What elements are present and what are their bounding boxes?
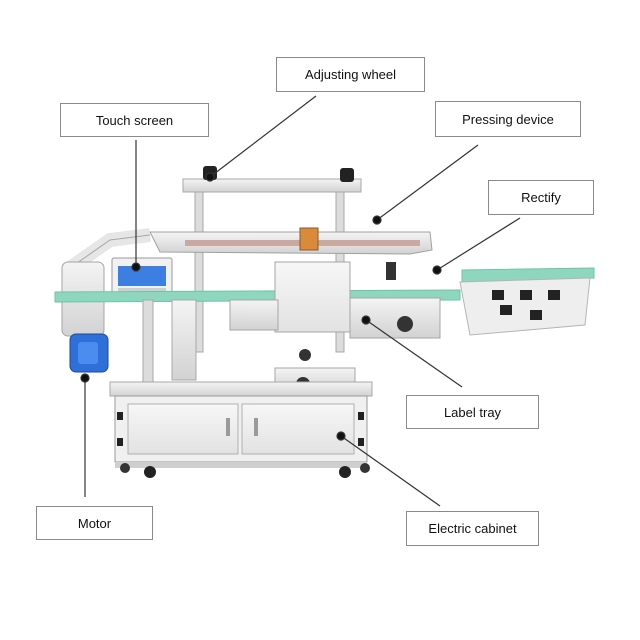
caster-4 <box>360 463 370 473</box>
rectify-clamp-5 <box>530 310 542 320</box>
motor-cap <box>78 342 98 364</box>
rectify-clamp-4 <box>500 305 512 315</box>
leader-label-tray <box>365 319 463 388</box>
cabinet-hinge-1 <box>117 412 123 420</box>
dot-adjusting-wheel <box>205 172 215 182</box>
callout-motor-label: Motor <box>77 515 112 531</box>
leader-pressing-device <box>376 144 479 221</box>
leader-adjusting-wheel <box>209 95 317 178</box>
touch-screen-arm-edge <box>69 234 151 269</box>
caster-2 <box>339 466 351 478</box>
leader-lines <box>80 95 521 507</box>
machine-illustration <box>54 166 595 478</box>
rectify-clamp-3 <box>548 290 560 300</box>
touch-screen-display <box>118 266 166 286</box>
right-conveyor-rail <box>459 277 591 336</box>
label-tray-roller <box>397 316 413 332</box>
cabinet-hinge-4 <box>358 438 364 446</box>
label-roll-spindle <box>386 262 396 280</box>
dot-electric-cabinet <box>336 431 346 441</box>
callout-electric-cabinet-label: Electric cabinet <box>428 521 517 536</box>
left-column <box>194 191 204 353</box>
callout-adjusting-wheel-label: Adjusting wheel <box>304 67 397 82</box>
dot-rectify <box>432 265 442 275</box>
callout-pressing-device-label: Pressing device <box>462 111 554 127</box>
callout-electric-cabinet: Electric cabinet <box>406 511 539 546</box>
labeling-head <box>274 261 351 333</box>
touch-screen-panel-strip <box>118 288 166 294</box>
callout-label-tray: Label tray <box>406 395 539 429</box>
callout-touch-screen: Touch screen <box>60 103 209 137</box>
dot-pressing-device <box>372 215 382 225</box>
rectify-clamp-2 <box>520 290 532 300</box>
cabinet-door-left <box>127 403 239 455</box>
caster-3 <box>120 463 130 473</box>
cabinet-top <box>109 381 373 397</box>
cabinet-hinge-3 <box>358 412 364 420</box>
center-post <box>171 299 197 381</box>
callout-label-tray-label: Label tray <box>443 404 502 420</box>
caster-1 <box>144 466 156 478</box>
dot-motor <box>80 373 90 383</box>
lower-wheel-knob <box>299 349 311 361</box>
dot-touch-screen <box>131 262 141 272</box>
callout-pressing-device: Pressing device <box>435 101 581 137</box>
cabinet-base <box>115 462 367 468</box>
callout-rectify-label: Rectify <box>521 190 561 205</box>
cabinet-handle-right <box>254 418 258 436</box>
callout-touch-screen-label: Touch screen <box>95 112 174 128</box>
leader-electric-cabinet <box>340 435 441 507</box>
top-crossbar <box>182 178 362 193</box>
leader-rectify <box>436 217 521 271</box>
callout-rectify: Rectify <box>488 180 594 215</box>
callout-motor: Motor <box>36 506 153 540</box>
left-side-guide <box>229 299 279 331</box>
touch-screen-post <box>142 299 154 391</box>
callout-adjusting-wheel: Adjusting wheel <box>276 57 425 92</box>
rectify-clamp-1 <box>492 290 504 300</box>
pressing-belt-knob <box>299 227 319 251</box>
adjusting-wheel-right <box>340 168 354 182</box>
cabinet-handle-left <box>226 418 230 436</box>
dot-label-tray <box>361 315 371 325</box>
cabinet-door-right <box>241 403 355 455</box>
cabinet-hinge-2 <box>117 438 123 446</box>
